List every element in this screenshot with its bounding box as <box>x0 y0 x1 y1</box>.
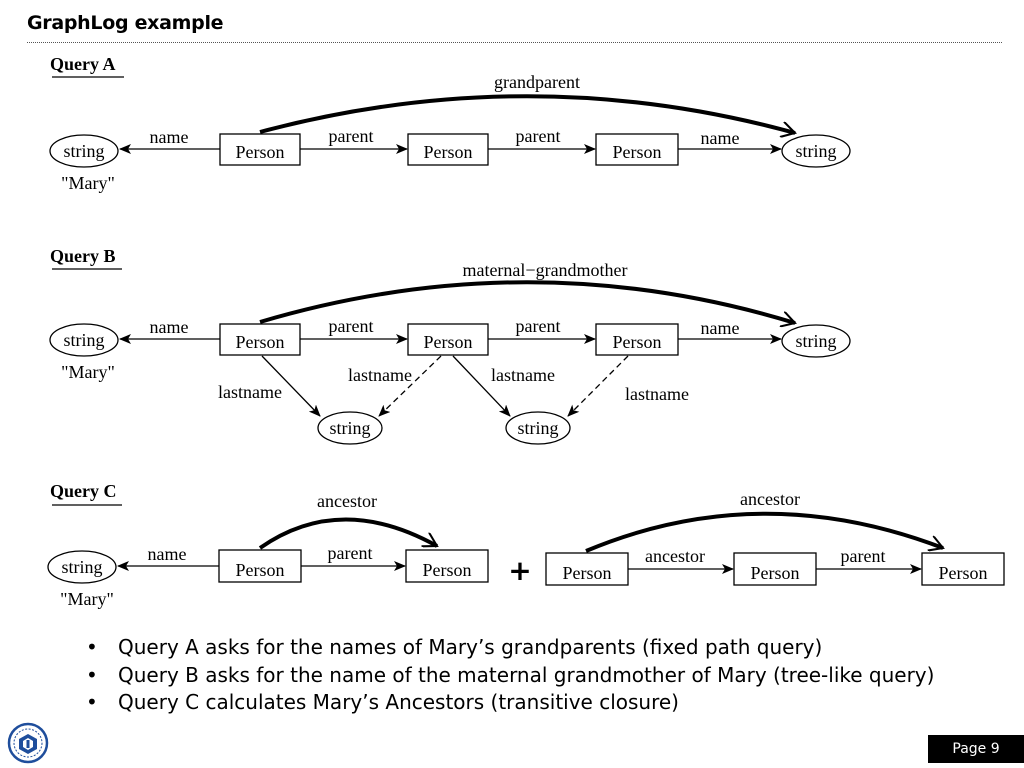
query-b-name-right-label: name <box>701 318 740 338</box>
summary-bullet-list: • Query A asks for the names of Mary’s gr… <box>86 634 934 717</box>
query-a-person1-label: Person <box>236 142 285 162</box>
query-b-lastname3-edge <box>452 355 511 417</box>
query-a-name-left-label: name <box>150 127 189 147</box>
bullet-dot: • <box>86 690 98 714</box>
query-b-parent1-label: parent <box>329 316 374 336</box>
query-c-parent2-label: parent <box>841 546 886 566</box>
query-c-person5-label: Person <box>939 563 988 583</box>
bullet-dot: • <box>86 662 98 687</box>
query-c-group <box>47 504 1005 586</box>
query-b-lastname1-edge <box>261 355 321 417</box>
query-c-string-left-label: string <box>61 557 102 577</box>
query-b-string-low1-label: string <box>329 418 370 438</box>
query-a-string-right-node <box>781 134 851 168</box>
query-c-ancestor2-edge <box>585 511 943 553</box>
query-b-maternal-grandmother-edge <box>259 280 795 323</box>
query-c-ancestor1-edge <box>258 517 437 550</box>
query-b-parent2-label: parent <box>516 316 561 336</box>
bullet-item: • Query A asks for the names of Mary’s gr… <box>86 634 934 662</box>
query-b-person2-label: Person <box>424 332 473 352</box>
query-b-string-right-node <box>781 324 851 358</box>
query-b-name-left-label: name <box>150 317 189 337</box>
bullet-item: • Query B asks for the name of the matern… <box>86 662 934 690</box>
bullet-item: • Query C calculates Mary’s Ancestors (tr… <box>86 689 934 717</box>
bullet-text: Query C calculates Mary’s Ancestors (tra… <box>118 690 679 714</box>
query-c-person3-label: Person <box>563 563 612 583</box>
query-c-mary-label: "Mary" <box>60 589 114 609</box>
query-c-person2-node <box>405 549 489 583</box>
query-a-string-right-label: string <box>795 141 836 161</box>
query-b-heading: Query B <box>50 246 116 266</box>
query-b-group <box>49 268 851 445</box>
query-c-string-left-node <box>47 550 117 584</box>
query-c-name-left-label: name <box>148 544 187 564</box>
query-a-person3-label: Person <box>613 142 662 162</box>
query-b-lastname3-label: lastname <box>491 365 555 385</box>
query-c-person5-node <box>921 552 1005 586</box>
query-a-group <box>49 76 851 168</box>
query-b-lastname4-label: lastname <box>625 384 689 404</box>
query-c-plus-sign: + <box>508 554 531 587</box>
query-b-string-low2-label: string <box>517 418 558 438</box>
query-b-string-left-label: string <box>63 330 104 350</box>
graphlog-diagram: Query A string "Mary" Person Person Pers… <box>47 54 1005 609</box>
bullet-dot: • <box>86 635 98 659</box>
query-b-string-right-label: string <box>795 331 836 351</box>
query-a-grandparent-edge <box>259 94 795 133</box>
query-b-lastname2-edge <box>378 355 442 417</box>
query-c-ancestor2-label: ancestor <box>740 489 800 509</box>
query-a-parent1-label: parent <box>329 126 374 146</box>
query-c-heading: Query C <box>50 481 117 501</box>
query-a-name-right-label: name <box>701 128 740 148</box>
query-b-lastname1-label: lastname <box>218 382 282 402</box>
query-a-person2-label: Person <box>424 142 473 162</box>
query-b-person1-label: Person <box>236 332 285 352</box>
query-c-parent1-label: parent <box>328 543 373 563</box>
page-number-badge: Page 9 <box>928 735 1024 763</box>
query-b-string-left-node <box>49 323 119 357</box>
query-a-grandparent-label: grandparent <box>494 72 580 92</box>
query-c-ancestor1-label: ancestor <box>317 491 377 511</box>
query-a-parent2-label: parent <box>516 126 561 146</box>
query-b-lastname4-edge <box>567 355 629 417</box>
query-a-heading: Query A <box>50 54 116 74</box>
query-a-string-left-node <box>49 134 119 168</box>
query-c-ancestor-mid-label: ancestor <box>645 546 705 566</box>
query-a-string-left-label: string <box>63 141 104 161</box>
university-emblem-icon <box>7 722 49 764</box>
query-a-mary-label: "Mary" <box>61 173 115 193</box>
query-c-person4-label: Person <box>751 563 800 583</box>
query-c-person2-label: Person <box>423 560 472 580</box>
title-divider <box>27 42 1002 43</box>
query-b-string-low1-node <box>317 411 383 445</box>
query-b-mary-label: "Mary" <box>61 362 115 382</box>
query-b-lastname2-label: lastname <box>348 365 412 385</box>
slide-title: GraphLog example <box>27 12 224 34</box>
bullet-text: Query B asks for the name of the materna… <box>118 662 935 687</box>
query-b-string-low2-node <box>505 411 571 445</box>
query-b-person3-label: Person <box>613 332 662 352</box>
bullet-text: Query A asks for the names of Mary’s gra… <box>118 635 823 659</box>
query-b-maternal-grandmother-label: maternal−grandmother <box>462 260 627 280</box>
query-c-person1-label: Person <box>236 560 285 580</box>
